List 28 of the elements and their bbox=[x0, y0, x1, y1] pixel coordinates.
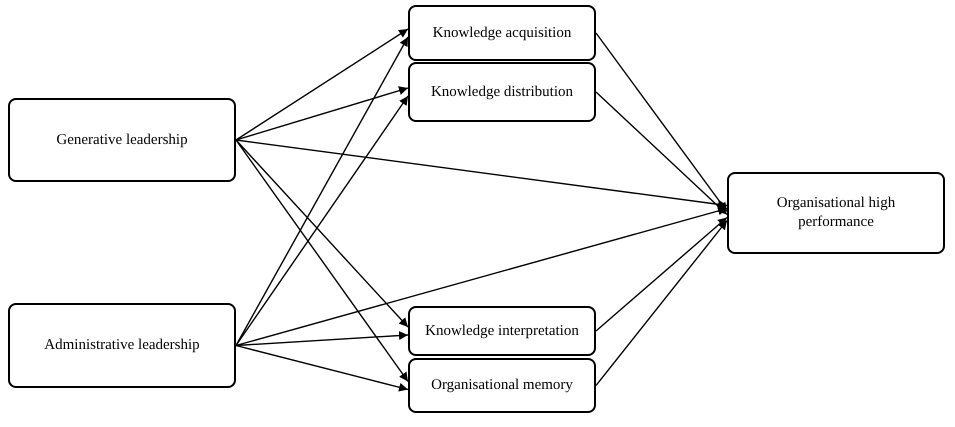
process-box bbox=[8, 303, 236, 388]
arrow bbox=[236, 344, 408, 392]
process-box bbox=[8, 98, 236, 182]
arrow bbox=[236, 206, 728, 346]
arrow bbox=[235, 140, 409, 382]
arrow bbox=[236, 86, 408, 141]
process-box bbox=[408, 5, 596, 61]
process-box bbox=[408, 62, 596, 122]
box-label: Organisational high performance bbox=[776, 194, 896, 232]
arrow bbox=[595, 32, 728, 212]
arrow bbox=[235, 96, 409, 346]
process-box bbox=[408, 358, 596, 413]
box-label: Generative leadership bbox=[56, 130, 188, 150]
process-box bbox=[727, 172, 945, 254]
arrow bbox=[236, 331, 408, 346]
arrow bbox=[235, 36, 409, 346]
process-box bbox=[408, 306, 596, 356]
box-label: Administrative leadership bbox=[44, 336, 200, 355]
box-label: Knowledge distribution bbox=[430, 82, 574, 102]
box-label: Organisational memory bbox=[431, 376, 573, 395]
arrow bbox=[236, 28, 408, 141]
arrow bbox=[596, 91, 728, 216]
arrow bbox=[236, 139, 728, 209]
box-label: Knowledge acquisition bbox=[432, 24, 572, 42]
box-label: Knowledge interpretation bbox=[425, 322, 579, 340]
arrow bbox=[596, 216, 728, 332]
arrow bbox=[595, 220, 728, 386]
arrow bbox=[235, 140, 409, 328]
